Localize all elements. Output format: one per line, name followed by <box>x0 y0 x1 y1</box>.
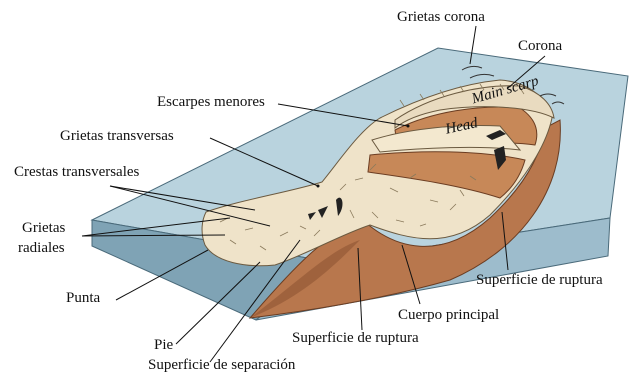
label-grietas-radiales-1: Grietas <box>22 220 65 237</box>
label-grietas-corona: Grietas corona <box>397 9 485 26</box>
label-escarpes-menores: Escarpes menores <box>157 94 265 111</box>
label-superficie-ruptura-bottom: Superficie de ruptura <box>292 330 419 347</box>
label-superficie-ruptura-right: Superficie de ruptura <box>476 272 603 289</box>
label-punta: Punta <box>66 290 100 307</box>
label-crestas-transversales: Crestas transversales <box>14 164 139 181</box>
label-superficie-separacion: Superficie de separación <box>148 357 295 374</box>
label-corona: Corona <box>518 38 562 55</box>
label-pie: Pie <box>154 337 173 354</box>
label-grietas-radiales-2: radiales <box>18 240 65 257</box>
label-cuerpo-principal: Cuerpo principal <box>398 307 499 324</box>
label-grietas-transversas: Grietas transversas <box>60 128 174 145</box>
